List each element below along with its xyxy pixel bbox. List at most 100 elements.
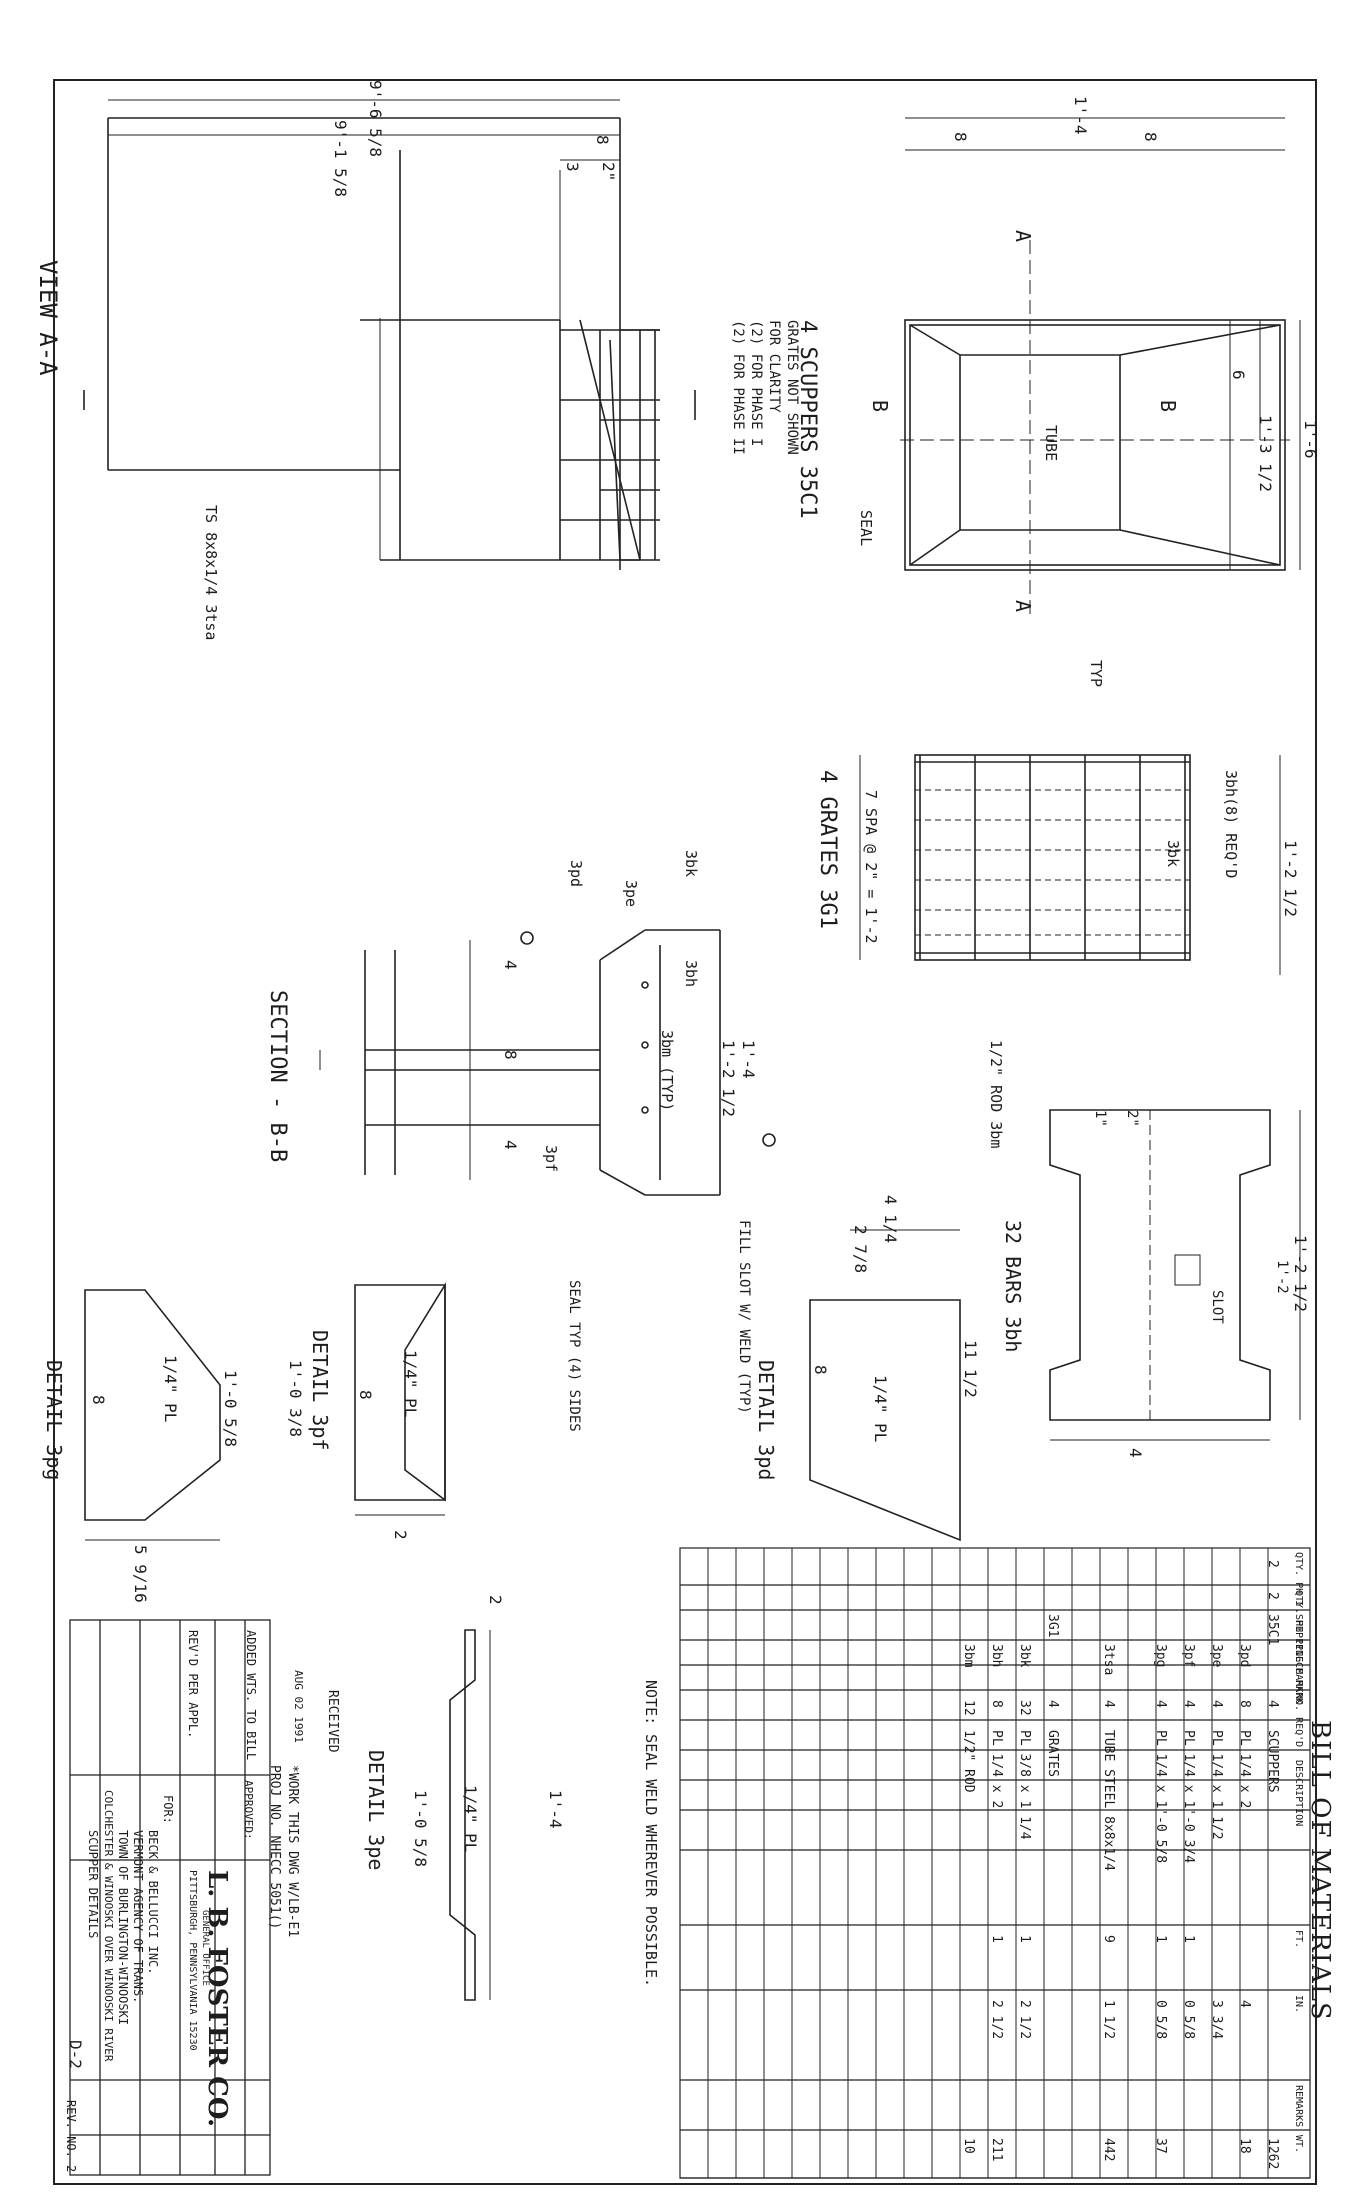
detail-3pg-dim-8: 8 [89,1395,108,1405]
bom-col-in: IN. [1293,1995,1304,2014]
detail-3pe-dim-2: 2 [486,1595,505,1605]
section-bb-label-3bh: 3bh [682,960,700,988]
view-aa-dim-overall: 9'-6 5/8 [366,80,385,158]
bom-cell-piece: 3bm [961,1644,976,1668]
received-stamp-date: AUG 02 1991 [292,1670,305,1743]
bom-cell-ship: 35C1 [1265,1614,1280,1646]
plan-dim-side: 1'-3 1/2 [1256,415,1275,493]
company-city: PITTSBURGH, PENNSYLVANIA 15230 [187,1870,198,2051]
bom-col-wt: WT. [1293,2135,1304,2154]
bars-3bh-title: 32 BARS 3bh [1001,1220,1025,1353]
view-aa-member: TS 8x8x1/4 3tsa [202,505,220,641]
sheet-title: SCUPPER DETAILS [86,1830,100,1939]
view-aa-note4: (2) FOR PHASE II [730,320,746,455]
job-location: VERMONT AGENCY OF TRANS. [131,1830,145,2004]
drawing-number: D-2 [66,2040,85,2069]
detail-3pd-title: DETAIL 3pd [754,1360,778,1481]
bom-col-no: NO. REQ'D [1293,1693,1304,1748]
plan-dim-6: 6 [1229,370,1248,380]
section-bb-dim-width: 1'-4 [739,1040,758,1079]
section-bb [319,929,776,1196]
customer-name: BECK & BELLUCCI INC. [146,1830,160,1975]
detail-3pe-dim-105: 1'-0 5/8 [411,1790,430,1868]
bom-cell-desc: PL 1/4 x 1'-0 3/4 [1181,1730,1196,1864]
view-aa-dim-inner: 9'-1 5/8 [331,120,350,198]
bom-cell-in: 3 3/4 [1209,2000,1224,2040]
detail-3pd-dim-44: 4 1/4 [881,1195,900,1244]
section-bb-dim-4a: 4 [501,960,520,970]
section-bb-seal-typ: SEAL TYP (4) SIDES [566,1280,582,1432]
view-aa-dim-3: 3 [563,162,582,172]
plan-dim-height: 1'-6 [1301,420,1320,459]
bom-cell-desc: PL 1/4 x 1 1/2 [1209,1730,1224,1840]
detail-3pe-view [449,1629,491,2001]
scupper-plan [900,117,1301,620]
detail-3pf-title: DETAIL 3pf [308,1330,332,1451]
grates-bar-3bh: 3bh(8) REQ'D [1222,770,1240,879]
bom-cell-no: 4 [1181,1700,1196,1708]
detail-3pd-dim-27: 2 7/8 [851,1225,870,1274]
bom-cell-desc: 1/2" ROD [961,1730,976,1793]
plan-tube-label: TUBE [1042,425,1060,462]
bom-cell-in: 2 1/2 [989,2000,1004,2040]
section-bb-label-3bm: 3bm (TYP) [658,1030,676,1112]
view-aa-title: VIEW A-A [34,260,62,376]
view-aa-dim-8: 8 [593,135,612,145]
view-aa-dim-2: 2" [599,162,618,182]
grates-dim-length: 1'-2 1/2 [1281,840,1300,918]
detail-3pd-dim-8: 8 [811,1365,830,1375]
detail-3pf-dim-8: 8 [356,1390,375,1400]
detail-3pg-view [84,1289,221,1541]
view-aa-note1: GRATES NOT SHOWN [784,320,800,455]
bom-cell-desc: GRATES [1045,1730,1060,1777]
received-stamp-label: RECEIVED [325,1690,340,1753]
bom-cell-wt: 442 [1101,2138,1116,2162]
section-bb-label-3pd: 3pd [567,860,585,888]
detail-3pf-dim-2: 2 [391,1530,410,1540]
bom-cell-no: 8 [1237,1700,1252,1708]
detail-3pd-dim-11: 11 1/2 [961,1340,980,1398]
bars-dim-1: 1" [1092,1110,1108,1127]
detail-3pg-dim-len: 1'-0 5/8 [221,1370,240,1448]
section-bb-dim-4b: 4 [501,1140,520,1150]
company-name: L. B. FOSTER CO. [202,1870,232,2128]
bom-cell-desc: PL 3/8 x 1 1/4 [1017,1730,1032,1840]
section-bb-title: SECTION - B-B [265,990,290,1163]
bom-cell-no: 4 [1101,1700,1116,1708]
bom-heading: BILL OF MATERIALS [1305,1720,1335,2021]
job-town: TOWN OF BURLINGTON-WINOOSKI [116,1830,130,2026]
grates-view [859,754,1281,975]
bom-cell-ph2: 2 [1265,1592,1280,1600]
section-bb-label-3bk: 3bk [682,850,700,878]
detail-3pg-plate: 1/4" PL [161,1355,180,1423]
bom-cell-desc: TUBE STEEL 8x8x1/4 [1101,1730,1116,1871]
plan-dim-width: 1'-4 [1071,96,1090,135]
detail-3pe-plate: 1/4" PL [461,1785,480,1853]
detail-3pd-plate: 1/4" PL [871,1375,890,1443]
bom-cell-no: 4 [1265,1700,1280,1708]
grates-spacing: 7 SPA @ 2" = 1'-2 [862,790,880,944]
view-aa [83,99,696,570]
detail-3pe-dim-14: 1'-4 [546,1790,565,1829]
bom-cell-ft: 1 [1017,1935,1032,1943]
bom-cell-ship: 3G1 [1045,1614,1060,1638]
plan-dim-8a: 8 [951,132,970,142]
bom-cell-piece: 3bk [1017,1644,1032,1668]
seal-weld-note: NOTE: SEAL WELD WHEREVER POSSIBLE. [642,1680,660,1988]
bom-cell-piece: 3tsa [1101,1644,1116,1676]
bom-cell-in: 0 5/8 [1181,2000,1196,2040]
bom-cell-ph1: 2 [1265,1560,1280,1568]
detail-3pf-plate: 1/4" PL [401,1350,420,1418]
bom-cell-desc: PL 1/4 x 2 [1237,1730,1252,1809]
plan-section-a-bottom: A [1011,600,1035,613]
bom-cell-no: 4 [1209,1700,1224,1708]
bom-cell-ft: 1 [989,1935,1004,1943]
bom-grid [679,1547,1311,2179]
bom-cell-wt: 211 [989,2138,1004,2162]
bom-cell-piece: 3pf [1181,1644,1196,1668]
detail-3pg-title: DETAIL 3pg [42,1360,66,1481]
grates-title: 4 GRATES 3G1 [815,770,840,929]
bars-slot: SLOT [1209,1290,1225,1324]
bom-cell-no: 4 [1045,1700,1060,1708]
